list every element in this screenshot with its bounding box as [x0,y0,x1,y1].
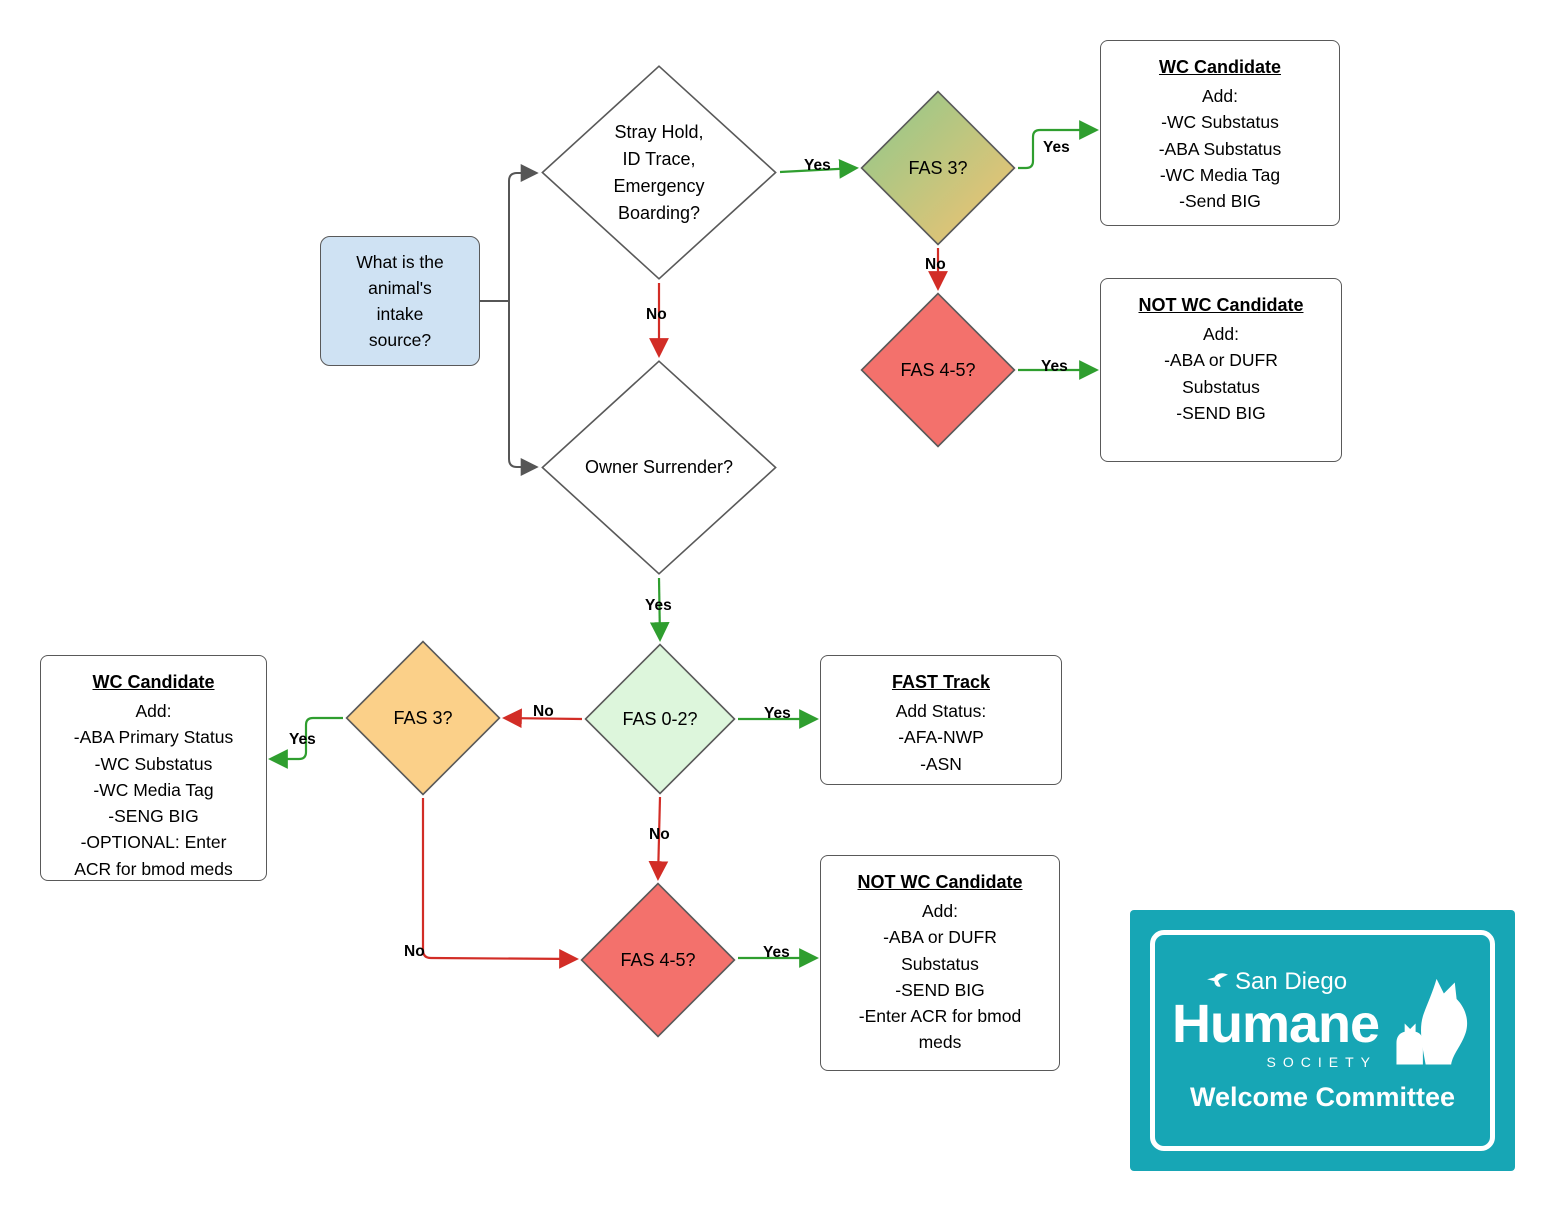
box-title: NOT WC Candidate [857,872,1023,892]
box-body: Add Status: -AFA-NWP -ASN [895,701,987,774]
edge-label-fas45-yes: Yes [1041,358,1068,375]
box-title: WC Candidate [1158,57,1281,77]
edge-owner-to-fas02 [649,577,670,642]
edge-start-to-stray [508,164,539,301]
decision-stray-hold: Stray Hold, ID Trace, Emergency Boarding… [540,64,778,281]
logo-top-line: San Diego [1206,968,1379,996]
edge-label-stray-yes: Yes [804,157,831,174]
decision-fas3-top: FAS 3? [860,90,1016,246]
edge-start-to-owner [508,301,539,476]
diamond-shape [540,64,778,281]
decision-fas45-top: FAS 4-5? [860,292,1016,448]
edge-label-fas3left-yes: Yes [289,731,316,748]
edge-label-fas3left-no: No [404,943,425,960]
edge-label-owner-yes: Yes [645,597,672,614]
outcome-box-wc-candidate-top: WC Candidate Add: -WC Substatus -ABA Sub… [1100,40,1340,226]
decision-label: Stray Hold, ID Trace, Emergency Boarding… [613,121,705,223]
logo-caption: Welcome Committee [1189,1082,1456,1113]
decision-label: FAS 3? [908,157,968,178]
edge-label-stray-no: No [646,306,667,323]
outcome-box-not-wc-bottom: NOT WC Candidate Add: -ABA or DUFR Subst… [820,855,1060,1071]
diamond-shape [540,359,778,576]
logo-brand-main: Humane [1171,993,1380,1054]
hummingbird-icon [1207,972,1228,987]
box-body: Add: -ABA Primary Status -WC Substatus -… [73,701,234,879]
start-node-intake-source: What is the animal's intake source? [320,236,480,366]
edge-fas3-to-wc-top [1018,120,1099,170]
box-title: WC Candidate [92,672,215,692]
diamond-shape [860,90,1016,246]
logo-brand-sub: SOCIETY [1266,1054,1378,1071]
logo-row: San Diego Humane SOCIETY [1171,968,1473,1071]
edge-fas3left-to-wc-left [268,716,343,769]
diamond-shape [860,292,1016,448]
animal-silhouettes-icon [1396,978,1468,1065]
edge-stray-to-fas3 [779,158,859,179]
edge-label-fas3-no: No [925,256,946,273]
box-body: Add: -WC Substatus -ABA Substatus -WC Me… [1158,86,1282,211]
box-body: Add: -ABA or DUFR Substatus -SEND BIG -E… [858,901,1022,1053]
logo-text-block: San Diego Humane SOCIETY [1171,968,1380,1071]
diamond-shape [584,643,736,795]
decision-fas45-bottom: FAS 4-5? [580,882,736,1038]
box-body: Add: -ABA or DUFR Substatus -SEND BIG [1164,324,1278,423]
decision-label: FAS 4-5? [620,949,696,970]
sdhs-logo: San Diego Humane SOCIETY Welcome Committ… [1130,910,1515,1171]
box-title: FAST Track [891,672,991,692]
outcome-box-not-wc-top: NOT WC Candidate Add: -ABA or DUFR Subst… [1100,278,1342,462]
outcome-box-wc-candidate-left: WC Candidate Add: -ABA Primary Status -W… [40,655,267,881]
box-title: NOT WC Candidate [1138,295,1304,315]
edge-label-fas02-yes: Yes [764,705,791,722]
edge-label-fas02-no2: No [649,826,670,843]
edge-fas02-to-fas45-bottom [648,796,669,881]
edge-fas02-to-fas3-left [502,708,583,729]
decision-fas02: FAS 0-2? [584,643,736,795]
logo-frame: San Diego Humane SOCIETY Welcome Committ… [1150,930,1495,1151]
edge-label-fas02-no: No [533,703,554,720]
diamond-shape [345,640,501,796]
edge-label-fas3-yes: Yes [1043,139,1070,156]
decision-label: FAS 3? [393,707,453,728]
edge-fas3left-to-fas45-bottom [421,798,579,969]
edge-label-fas45b-yes: Yes [763,944,790,961]
outcome-box-fast-track: FAST Track Add Status: -AFA-NWP -ASN [820,655,1062,785]
decision-fas3-left: FAS 3? [345,640,501,796]
logo-brand-top: San Diego [1234,967,1348,995]
decision-label: FAS 0-2? [622,708,698,729]
decision-owner-surrender: Owner Surrender? [540,359,778,576]
decision-label: Owner Surrender? [584,457,734,477]
diamond-shape [580,882,736,1038]
decision-label: FAS 4-5? [900,359,976,380]
